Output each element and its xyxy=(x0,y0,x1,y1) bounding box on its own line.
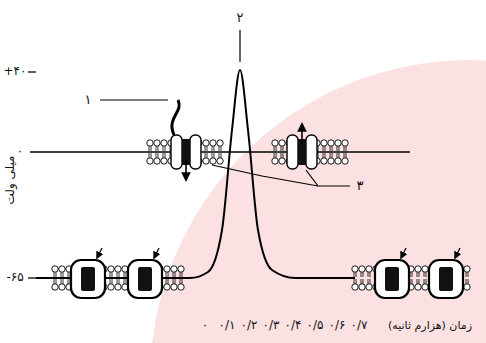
time-tick: ۰/۲ xyxy=(241,319,258,332)
callout-number: ۳ xyxy=(357,179,364,193)
time-tick: ۰/۴ xyxy=(285,319,302,332)
callout-number: ۲ xyxy=(237,11,244,25)
leader-line xyxy=(239,30,240,62)
time-tick: ۰/۶ xyxy=(329,319,346,332)
tick xyxy=(28,277,36,278)
time-tick: ۰/۵ xyxy=(307,319,324,332)
background-disc xyxy=(150,60,486,343)
axis-value: ۰ xyxy=(17,145,23,158)
callout-number: ۱ xyxy=(85,93,92,107)
action-potential-curve xyxy=(36,70,355,278)
zero-line xyxy=(30,151,410,152)
leader-line xyxy=(100,99,168,100)
axis-value: -۶۵ xyxy=(6,271,23,284)
time-tick: ۰/۷ xyxy=(351,319,368,332)
tick xyxy=(28,71,36,72)
leader-line xyxy=(306,170,350,186)
axis-title: زمان (هزارم ثانیه) xyxy=(388,320,472,332)
axis-title: میلی ولت xyxy=(4,155,17,204)
leader-line xyxy=(212,165,318,186)
time-tick: ۰/۱ xyxy=(219,319,236,332)
time-tick: ۰ xyxy=(202,319,208,332)
time-tick: ۰/۳ xyxy=(263,319,280,332)
axis-value: +۴۰ xyxy=(4,65,27,78)
channels xyxy=(71,100,463,298)
